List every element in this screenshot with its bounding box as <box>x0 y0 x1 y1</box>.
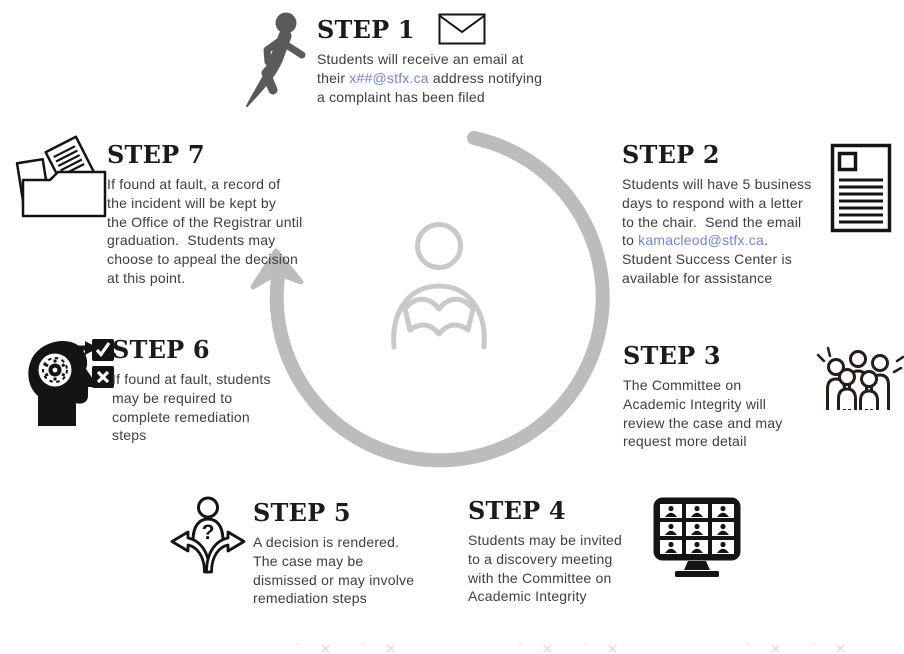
step-7-body: If found at fault, a record of the incid… <box>107 176 303 286</box>
cycle-arrow <box>250 131 610 468</box>
step-6-block: STEP 6 If found at fault, students may b… <box>112 336 304 445</box>
step-1-title: STEP 1 <box>317 15 415 44</box>
step-6-body: If found at fault, students may be requi… <box>112 371 271 444</box>
step-5-title: STEP 5 <box>253 498 351 527</box>
step-3-title: STEP 3 <box>623 341 721 370</box>
step-1-body: Students will receive an email at their … <box>317 50 567 106</box>
step-7-block: STEP 7 If found at fault, a record of th… <box>107 141 331 288</box>
step-5-block: STEP 5 A decision is rendered. The case … <box>253 499 449 608</box>
step-7-title: STEP 7 <box>107 140 205 169</box>
step-2-body: Students will have 5 business days to re… <box>622 175 836 288</box>
watermark-marks: ´ ✕ ´ ✕ <box>518 641 626 654</box>
video-meeting-monitor-icon <box>653 497 741 577</box>
step-1-email-link[interactable]: x##@stfx.ca <box>349 69 429 86</box>
step-2-text-a: Students will have 5 business days to re… <box>622 176 812 249</box>
step-2-title: STEP 2 <box>622 140 720 169</box>
reading-person-icon <box>391 222 487 350</box>
watermark-marks: ´ ✕ ´ ✕ <box>296 641 404 654</box>
step-1-text-a: Students will receive an email at their <box>317 51 524 86</box>
letter-document-icon <box>830 143 892 233</box>
step-3-block: STEP 3 The Committee on Academic Integri… <box>623 342 817 451</box>
step-3-body: The Committee on Academic Integrity will… <box>623 377 783 450</box>
folder-documents-icon <box>15 135 107 218</box>
envelope-icon <box>438 13 486 45</box>
step-5-body: A decision is rendered. The case may be … <box>253 534 415 607</box>
group-applause-icon <box>816 346 904 410</box>
step-2-email-link[interactable]: kamacleod@stfx.ca <box>638 232 764 249</box>
step-4-title: STEP 4 <box>468 496 566 525</box>
watermark-marks: ´ ✕ ´ ✕ <box>746 641 854 654</box>
head-gears-checklist-icon <box>28 339 114 426</box>
step-4-block: STEP 4 Students may be invited to a disc… <box>468 497 668 606</box>
step-1-text-b: address notifying a complaint has been f… <box>317 69 543 105</box>
step-2-block: STEP 2 Students will have 5 business day… <box>622 141 836 288</box>
step-4-body: Students may be invited to a discovery m… <box>468 532 623 605</box>
step-2-text-b: . Student Success Center is available fo… <box>622 232 792 286</box>
step-1-block: STEP 1 Students will receive an email at… <box>317 16 567 106</box>
step-6-title: STEP 6 <box>112 335 210 364</box>
runner-icon <box>246 12 306 107</box>
svg-text:?: ? <box>202 521 215 544</box>
decision-paths-icon: ? <box>170 496 246 574</box>
